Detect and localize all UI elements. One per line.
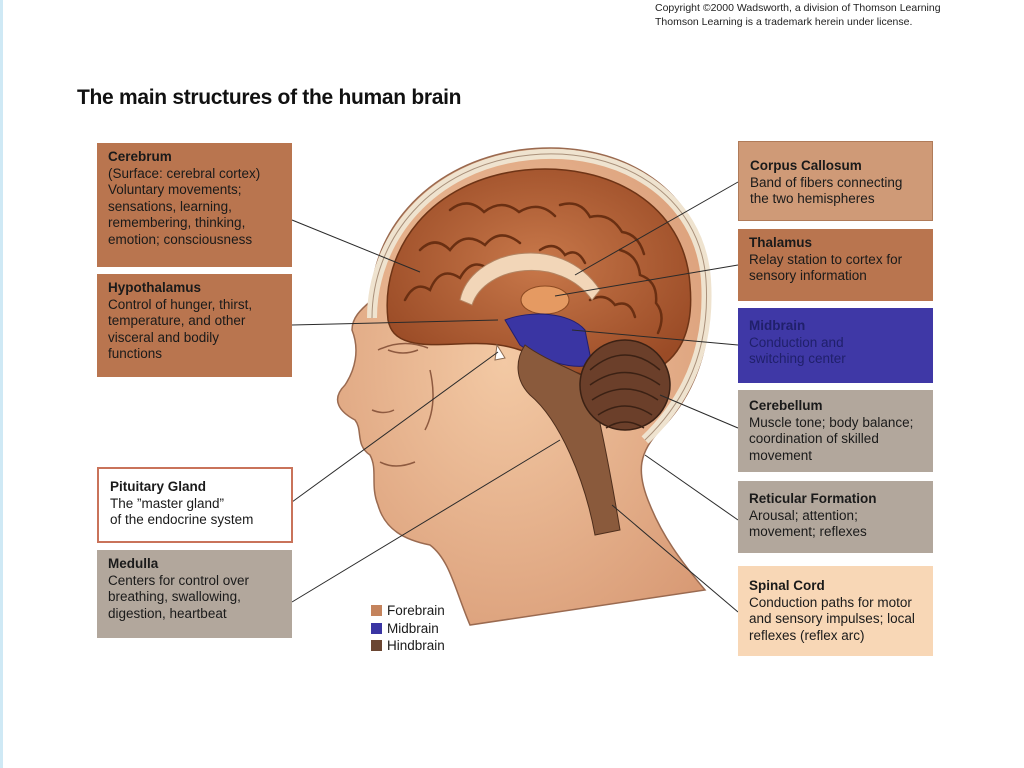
cerebellum-box: Cerebellum Muscle tone; body balance; co… (738, 390, 933, 472)
thalamus-name: Thalamus (749, 235, 813, 250)
hypothalamus-description: Control of hunger, thirst, temperature, … (108, 296, 253, 362)
midbrain-box: Midbrain Conduction and switching center (738, 308, 933, 383)
cerebrum-box: Cerebrum (Surface: cerebral cortex) Volu… (97, 143, 292, 267)
face-details (371, 342, 434, 467)
spinal-cord-name: Spinal Cord (749, 578, 825, 593)
copyright-line-1: Copyright ©2000 Wadsworth, a division of… (655, 2, 941, 14)
spinal-cord-box: Spinal Cord Conduction paths for motor a… (738, 566, 933, 656)
hypothalamus-name: Hypothalamus (108, 280, 202, 295)
thalamus-box: Thalamus Relay station to cortex for sen… (738, 229, 933, 301)
legend-label: Forebrain (387, 603, 445, 618)
pituitary-description: The ”master gland” of the endocrine syst… (110, 495, 254, 528)
pituitary-name: Pituitary Gland (110, 479, 207, 494)
hindbrain-swatch (371, 640, 382, 652)
thalamus-shape (520, 285, 570, 315)
reticular-formation-box: Reticular Formation Arousal; attention; … (738, 481, 933, 553)
midbrain-name: Midbrain (749, 318, 806, 333)
hypothalamus-box: Hypothalamus Control of hunger, thirst, … (97, 274, 292, 377)
forebrain-swatch (371, 605, 382, 617)
medulla-description: Centers for control over breathing, swal… (108, 572, 250, 621)
cerebellum-shape (579, 339, 671, 431)
left-edge-rule (0, 0, 3, 768)
reticular-formation-name: Reticular Formation (749, 491, 877, 506)
pituitary-box: Pituitary Gland The ”master gland” of th… (97, 467, 293, 543)
diagram-title: The main structures of the human brain (77, 86, 462, 109)
cerebrum-description: (Surface: cerebral cortex) Voluntary mov… (108, 165, 261, 247)
legend-label: Hindbrain (387, 638, 445, 653)
legend: Forebrain Midbrain Hindbrain (371, 602, 445, 655)
corpus-callosum-box: Corpus Callosum Band of fibers connectin… (738, 141, 933, 221)
corpus-callosum-description: Band of fibers connecting the two hemisp… (750, 174, 903, 207)
pituitary-shape (494, 343, 506, 361)
cerebrum-name: Cerebrum (108, 149, 172, 164)
corpus-callosum-name: Corpus Callosum (750, 158, 862, 173)
midbrain-description: Conduction and switching center (749, 334, 846, 367)
spinal-cord-description: Conduction paths for motor and sensory i… (749, 594, 915, 643)
cerebellum-description: Muscle tone; body balance; coordination … (749, 414, 914, 463)
reticular-formation-description: Arousal; attention; movement; reflexes (749, 507, 867, 540)
midbrain-swatch (371, 622, 382, 634)
medulla-box: Medulla Centers for control over breathi… (97, 550, 292, 638)
legend-item-forebrain: Forebrain (371, 602, 445, 620)
corpus-callosum-shape (459, 252, 601, 306)
leader-lines (291, 181, 739, 613)
legend-item-hindbrain: Hindbrain (371, 637, 445, 655)
cerebellum-name: Cerebellum (749, 398, 823, 413)
gyri-pattern (403, 202, 663, 335)
copyright-notice: Copyright ©2000 Wadsworth, a division of… (655, 1, 1015, 29)
thalamus-description: Relay station to cortex for sensory info… (749, 251, 903, 284)
copyright-line-2: Thomson Learning is a trademark herein u… (655, 16, 913, 28)
medulla-name: Medulla (108, 556, 159, 571)
legend-item-midbrain: Midbrain (371, 620, 445, 638)
legend-label: Midbrain (387, 620, 439, 636)
